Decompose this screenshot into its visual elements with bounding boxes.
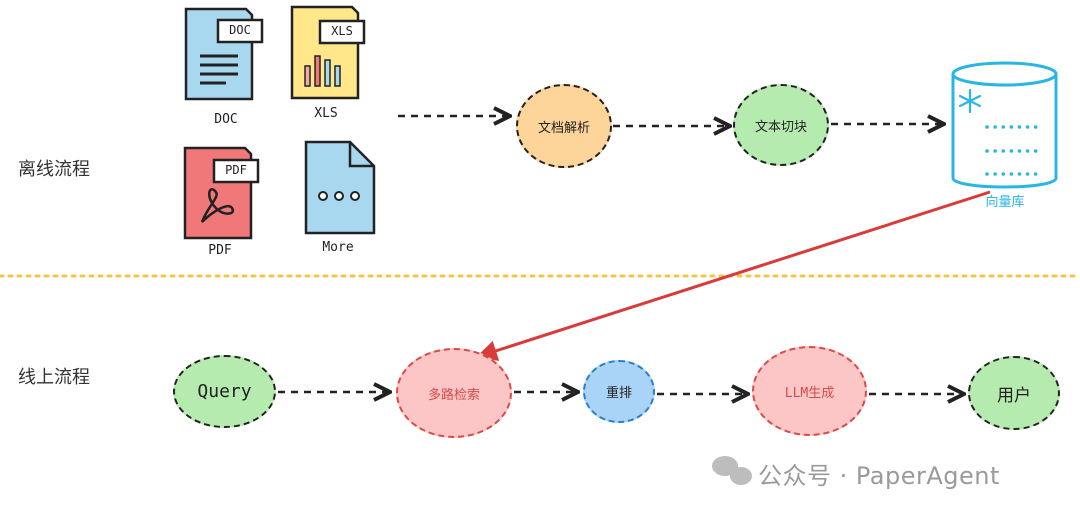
rerank-node: 重排 <box>583 360 655 423</box>
snowflake-icon <box>958 88 982 114</box>
wechat-icon <box>712 456 752 485</box>
xls-tag: XLS <box>331 24 353 38</box>
vector-db-label: 向量库 <box>985 195 1025 210</box>
user-node: 用户 <box>968 356 1060 430</box>
offline-section-label: 离线流程 <box>18 159 90 180</box>
llm-generate-node-label: LLM生成 <box>784 385 835 401</box>
multi-retrieval-node-label: 多路检索 <box>427 387 480 403</box>
pdf-file-icon <box>183 146 260 240</box>
chunk-node: 文本切块 <box>733 84 829 166</box>
pdf-tag: PDF <box>225 163 247 177</box>
query-node: Query <box>173 355 276 428</box>
more-file-icon <box>304 140 376 235</box>
query-node-label: Query <box>197 381 252 402</box>
multi-retrieval-node: 多路检索 <box>396 348 512 438</box>
xls-file-icon <box>290 5 366 100</box>
pdf-label: PDF <box>208 243 232 258</box>
rerank-node-label: 重排 <box>605 386 632 401</box>
parse-node-label: 文档解析 <box>537 120 590 136</box>
doc-tag: DOC <box>229 23 251 37</box>
xls-label: XLS <box>314 106 338 121</box>
vector-db-icon <box>951 61 1058 189</box>
chunk-node-label: 文本切块 <box>754 119 807 135</box>
doc-label: DOC <box>214 112 238 127</box>
watermark: 公众号 · PaperAgent <box>758 462 1000 490</box>
online-section-label: 线上流程 <box>18 367 90 388</box>
parse-node: 文档解析 <box>516 84 612 168</box>
user-node-label: 用户 <box>997 385 1031 406</box>
llm-generate-node: LLM生成 <box>752 346 867 436</box>
arrow-db-to-retrieval <box>476 190 991 361</box>
doc-file-icon <box>184 7 264 101</box>
more-label: More <box>322 240 354 255</box>
